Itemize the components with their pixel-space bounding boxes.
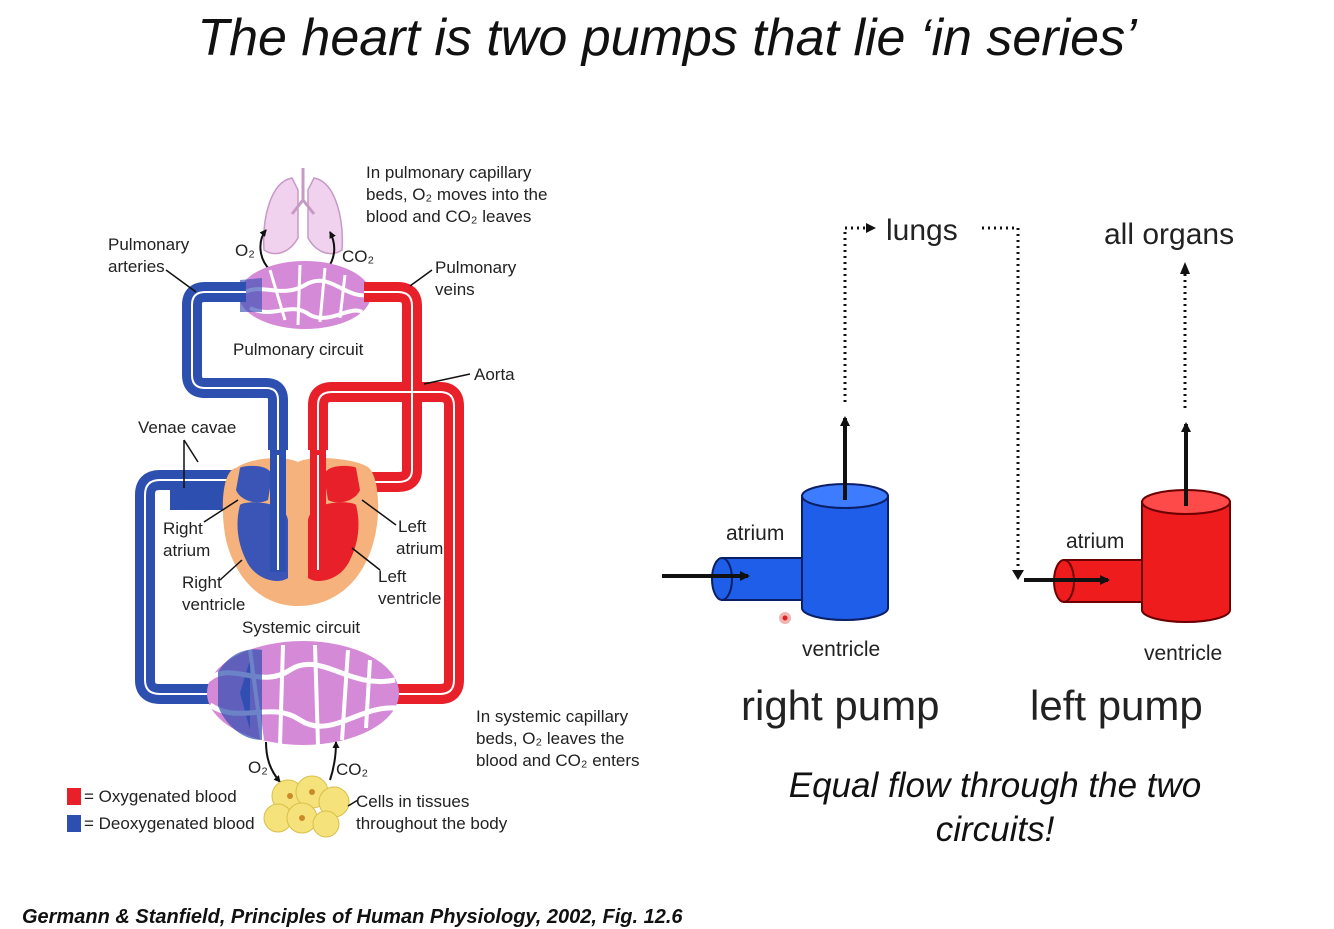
left-ventricle-label: ventricle — [1144, 642, 1222, 665]
caption: Equal flow through the two circuits! — [700, 764, 1290, 852]
left-pump-label: left pump — [1030, 682, 1203, 729]
right-atrium-label: atrium — [726, 522, 784, 545]
left-ventricle-line1: Left — [378, 567, 407, 586]
heart-icon — [222, 450, 379, 606]
right-ventricle-line2: ventricle — [182, 595, 245, 614]
two-pump-schematic: lungs all organs atrium ventricle atrium… — [662, 214, 1234, 729]
aorta-label: Aorta — [474, 365, 515, 384]
o2-out-arrow — [265, 741, 281, 783]
pulmonary-note-line1: In pulmonary capillary — [366, 163, 532, 182]
cells-line2: throughout the body — [356, 814, 508, 833]
right-pump-label: right pump — [741, 682, 939, 729]
left-atrium-label: atrium — [1066, 530, 1124, 553]
systemic-circuit-label: Systemic circuit — [242, 618, 360, 637]
left-atrium-line1: Left — [398, 517, 427, 536]
pulmonary-veins-line2: veins — [435, 280, 475, 299]
o2-bottom-label: O₂ — [248, 758, 268, 777]
slide-title: The heart is two pumps that lie ‘in seri… — [197, 9, 1137, 67]
systemic-note-line2: beds, O₂ leaves the — [476, 729, 624, 748]
legend-oxygenated-label: = Oxygenated blood — [84, 787, 237, 806]
pulmonary-veins-line1: Pulmonary — [435, 258, 517, 277]
organs-arrowhead — [1180, 262, 1190, 274]
right-atrium-line1: Right — [163, 519, 203, 538]
cells-icon — [263, 775, 350, 838]
citation: Germann & Stanfield, Principles of Human… — [22, 906, 683, 928]
legend-deoxygenated-swatch — [67, 815, 81, 832]
venae-cavae-label: Venae cavae — [138, 418, 236, 437]
cells-line1: Cells in tissues — [356, 792, 469, 811]
left-atrium-line2: atrium — [396, 539, 443, 558]
right-pump — [711, 483, 889, 621]
right-ventricle-label: ventricle — [802, 638, 880, 661]
caption-line2: circuits! — [935, 810, 1055, 849]
lungs-label: lungs — [886, 214, 958, 247]
legend-deoxygenated-label: = Deoxygenated blood — [84, 814, 255, 833]
o2-in-arrow — [259, 229, 271, 271]
lungs-arrowhead — [866, 223, 876, 233]
systemic-capillary-bed — [206, 641, 399, 746]
pulmonary-note-line3: blood and CO₂ leaves — [366, 207, 531, 226]
right-atrium-line2: atrium — [163, 541, 210, 560]
pulmonary-note-line2: beds, O₂ moves into the — [366, 185, 547, 204]
deoxygenated-vessel-highlights — [144, 291, 279, 695]
left-pump — [1053, 489, 1231, 623]
pulmonary-arteries-line1: Pulmonary — [108, 235, 190, 254]
pulmonary-arteries-line2: arteries — [108, 257, 165, 276]
leader-lines — [165, 269, 471, 807]
dotted-flow-paths — [843, 226, 1187, 572]
legend-oxygenated-swatch — [67, 788, 81, 805]
right-ventricle-line1: Right — [182, 573, 222, 592]
return-arrowhead — [1012, 570, 1024, 580]
co2-bottom-label: CO₂ — [336, 760, 368, 779]
circulation-diagram: In pulmonary capillary beds, O₂ moves in… — [67, 163, 639, 838]
co2-in-arrow — [329, 741, 340, 781]
pulmonary-circuit-label: Pulmonary circuit — [233, 340, 364, 359]
systemic-note-line1: In systemic capillary — [476, 707, 629, 726]
pulmonary-capillary-bed — [238, 261, 371, 329]
oxygenated-vessel-highlights — [317, 291, 455, 695]
caption-line1: Equal flow through the two — [788, 766, 1202, 805]
o2-top-label: O₂ — [235, 241, 255, 260]
all-organs-label: all organs — [1104, 218, 1234, 251]
systemic-note-line3: blood and CO₂ enters — [476, 751, 639, 770]
co2-top-label: CO₂ — [342, 247, 374, 266]
lungs-icon — [262, 168, 344, 255]
left-ventricle-line2: ventricle — [378, 589, 441, 608]
